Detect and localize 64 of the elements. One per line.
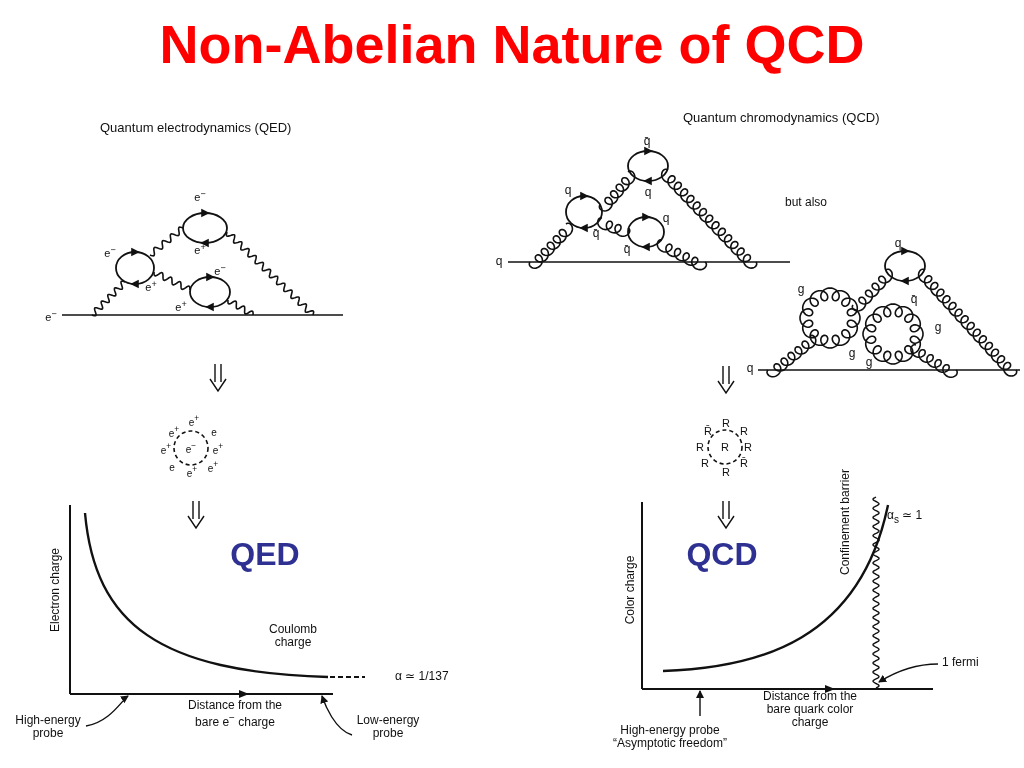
particle-label: g [934,321,942,335]
leader-arrow [696,690,704,717]
leader-arrow [878,663,939,683]
annotation-text: 1 fermi [942,656,979,670]
annotation-text: but also [785,196,827,210]
particle-label: e$^{+}$ [168,425,180,439]
particle-label: q [894,237,902,251]
particle-label: e$^{−}$ [104,244,116,260]
particle-label: q [746,362,754,376]
particle-label: q [662,212,670,226]
particle-label: q̄ [592,227,600,241]
particle-label: g [865,356,873,370]
panel-heading: QED [230,537,300,573]
particle-label: R [696,440,704,454]
caption-text: High-energy probe [619,723,721,737]
particle-label: e$^{+}$ [194,241,206,257]
probe-label: Low-energy probe [343,713,433,741]
axis-label: Electron charge [49,548,63,632]
particle-label: R [721,440,729,454]
wavy-line [872,496,880,689]
panel-heading: QCD [686,537,758,573]
particle-label: e$^{+}$ [212,442,224,456]
diagram-heading: Quantum chromodynamics (QCD) [683,110,880,126]
particle-label: e$^{−}$ [214,262,226,278]
particle-label: R [744,440,752,454]
particle-label: e$^{+}$ [160,442,172,456]
x-axis [641,685,934,693]
particle-label: q [495,255,503,269]
particle-label: e$^{+}$ [175,298,187,314]
particle-label: e$^{−}$ [185,441,197,455]
annotation-text: α ≃ 1/137 [395,670,449,684]
particle-label: R [722,465,730,479]
particle-label: q [564,184,572,198]
particle-label: g [797,283,805,297]
annotation-text: Confinement barrier [839,468,853,576]
particle-label: g [848,347,856,361]
particle-label: e [169,461,175,473]
particle-label: e$^{−}$ [194,188,206,204]
particle-label: q̄ [623,243,631,257]
particle-label: R̄ [704,424,712,438]
particle-label: e [211,426,217,438]
particle-label: q̄ [643,135,651,149]
particle-label: e$^{+}$ [207,460,219,474]
slide-title: Non-Abelian Nature of QCD [159,15,865,75]
axis-label: Color charge [624,555,638,625]
axis-label: Distance from the bare e$^{−}$ charge [186,698,283,730]
particle-label: q̄ [910,293,918,307]
particle-label: e$^{+}$ [186,465,198,479]
particle-label: e$^{−}$ [45,308,57,324]
diagram-heading: Quantum electrodynamics (QED) [100,120,292,136]
x-axis [69,690,334,698]
particle-label: e$^{+}$ [145,278,157,294]
leader-arrow [320,695,353,736]
leader-arrow [85,695,129,727]
caption-text: “Asymptotic freedom” [613,737,727,751]
particle-label: R [701,456,709,470]
particle-label: R [722,416,730,430]
particle-label: q [644,186,652,200]
particle-label: R̄ [740,456,748,470]
axis-label: Distance from the bare quark color charge [761,690,858,730]
probe-label: High-energy probe [3,713,93,741]
annotation-text: Coulomb charge [268,622,318,650]
particle-label: e$^{+}$ [188,414,200,428]
particle-label: R [740,424,748,438]
